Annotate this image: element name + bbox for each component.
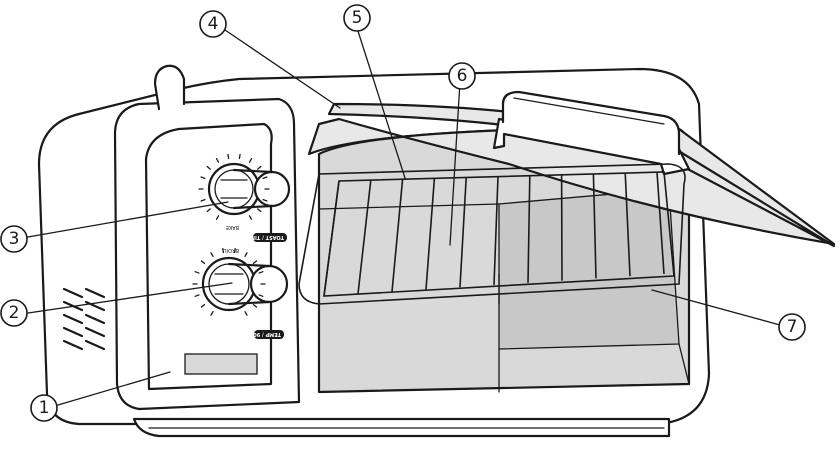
toast-badge-text: TOAST / TIMER xyxy=(243,234,284,240)
callout-3-text: 3 xyxy=(9,229,20,249)
callout-7: 7 xyxy=(779,314,805,340)
callout-4-text: 4 xyxy=(208,14,219,34)
callout-1-text: 1 xyxy=(39,398,50,418)
callout-5-text: 5 xyxy=(352,8,363,28)
dial-tick xyxy=(239,155,240,159)
temperature-dial xyxy=(203,258,287,310)
control-panel-face xyxy=(146,124,272,389)
dial-tick xyxy=(223,249,224,253)
oven-foot xyxy=(155,66,184,109)
broil-label: BROIL xyxy=(224,247,239,253)
toast-badge: TOAST / TIMER xyxy=(243,233,287,242)
temp-badge: TEMP / 90°C xyxy=(247,330,284,339)
callout-1: 1 xyxy=(31,395,57,421)
bake-label: BAKE xyxy=(226,224,239,230)
callout-5: 5 xyxy=(344,5,370,31)
dial-tick xyxy=(228,155,229,159)
callout-6: 6 xyxy=(449,63,475,89)
callout-2: 2 xyxy=(1,300,27,326)
callout-4: 4 xyxy=(200,11,226,37)
temp-badge-text: TEMP / 90°C xyxy=(247,331,281,337)
dial-tick xyxy=(235,249,236,253)
rating-label-plate xyxy=(185,354,257,374)
callout-6-text: 6 xyxy=(457,66,468,86)
callout-3: 3 xyxy=(1,226,27,252)
callout-2-text: 2 xyxy=(9,303,20,323)
callout-7-text: 7 xyxy=(787,317,798,337)
flipped-drawing: TEMP / 90°C TOAST / TIMER BAKE BROIL xyxy=(39,66,834,436)
